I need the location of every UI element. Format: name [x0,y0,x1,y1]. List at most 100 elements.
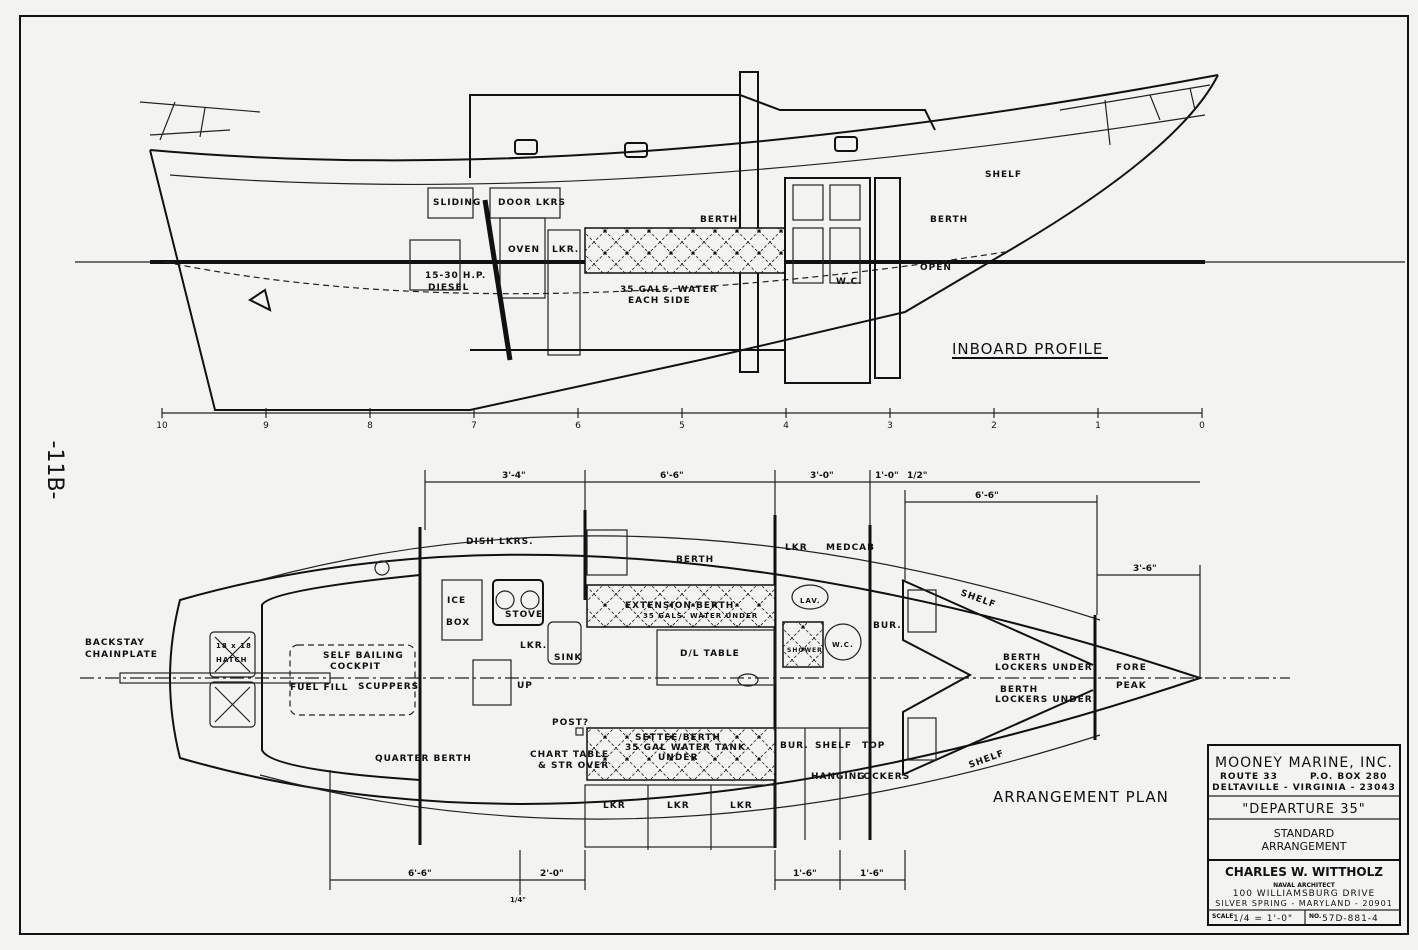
station-label: 10 [156,421,168,431]
label-scuppers: SCUPPERS [358,682,419,692]
label-each-side: EACH SIDE [628,296,691,306]
station-label: 8 [367,421,373,431]
station-label: 6 [575,421,581,431]
label-lockers-under-lower: LOCKERS UNDER [995,695,1093,705]
station-label: 9 [263,421,269,431]
portlight [624,142,648,158]
dim: 6'-6" [975,491,999,501]
stove [492,579,544,626]
mast [739,71,759,373]
label-sink: SINK [554,653,582,663]
dim: 1/4" [510,896,526,904]
label-wc: W.C. [836,277,863,287]
pillow [586,529,628,576]
portlight [834,136,858,152]
dimensions-bottom: 6'-6" 2'-0" 1'-6" 1'-6" 1/4" [329,770,906,904]
station-label: 4 [783,421,789,431]
label-open: OPEN [920,263,952,273]
sheer-line [149,74,1219,162]
dinette-table [656,629,776,686]
station-label: 0 [1199,421,1205,431]
inboard-profile: SLIDING DOOR LKRS OVEN LKR. BERTH BERTH … [75,71,1405,431]
engine [409,239,461,291]
label-berth-upper: BERTH [1003,653,1041,663]
dim: 3'-6" [1133,564,1157,574]
label-wc: W.C. [832,641,854,649]
label-berth-lower: BERTH [1000,685,1038,695]
label-self-bailing: SELF BAILING [323,651,404,661]
label-cockpit: COCKPIT [330,662,381,672]
label-under: UNDER [658,753,698,763]
label-berth: BERTH [676,555,714,565]
drawing-number: 57D-881-4 [1322,914,1379,924]
architect-name: CHARLES W. WITTHOLZ [1225,865,1383,879]
settee-cushion [584,227,786,274]
hull-profile [149,74,1219,411]
sliding-door-lockers [427,187,474,219]
cabinet-door [829,184,861,221]
lavatory [791,584,829,610]
label-engine: 15-30 H.P. [425,271,486,281]
label-ice: ICE [447,596,466,606]
scale-label: SCALE [1212,913,1233,920]
label-lockers: LOCKERS [857,772,910,782]
dim: 3'-0" [810,471,834,481]
label-stowage-over: & STR OVER [538,761,609,771]
label-fore: FORE [1116,663,1147,673]
label-sliding: SLIDING [433,198,481,208]
inboard-profile-title: INBOARD PROFILE [952,340,1103,358]
sink [547,621,582,665]
propeller [248,288,272,312]
architect-street: 100 WILLIAMSBURG DRIVE [1233,889,1375,899]
lazarette-hatch [209,631,256,678]
station-label: 3 [887,421,893,431]
cabinet-door [829,227,861,284]
post [575,727,584,736]
ice-box [441,579,483,641]
label-lkr-galley: LKR. [520,641,547,651]
label-lkr-head: LKR [785,543,808,553]
pillow [907,717,937,761]
label-oven: OVEN [508,245,540,255]
company-pobox: P.O. BOX 280 [1310,772,1387,782]
settee-berth [586,727,776,781]
dim: 6'-6" [660,471,684,481]
company-name: MOONEY MARINE, INC. [1215,755,1393,771]
locker [547,229,581,356]
label-shower: SHOWER [787,647,823,654]
dim: 1'-6" [793,869,817,879]
dim: 1'-0" [875,471,899,481]
company-route: ROUTE 33 [1220,772,1278,782]
companionway-steps [472,659,512,706]
extension-lines [424,470,1201,678]
station-label: 7 [471,421,477,431]
label-backstay: BACKSTAY [85,638,145,648]
dim: 1/2" [907,471,928,481]
architect-city: SILVER SPRING - MARYLAND - 20901 [1215,899,1393,908]
shower [782,621,824,668]
v-berth [901,579,1094,776]
label-water: 35 GALS. WATER [620,285,718,295]
dim: 6'-6" [408,869,432,879]
drawers [874,177,901,379]
cabinet-door [792,184,824,221]
extension-lines [329,770,906,895]
portlight [514,139,538,155]
tiller [119,672,331,684]
label-stove: STOVE [505,610,543,620]
sheet-title-2: ARRANGEMENT [1262,840,1347,853]
sheet-title-1: STANDARD [1274,827,1335,840]
station-label: 1 [1095,421,1101,431]
dim: 3'-4" [502,471,526,481]
label-water-under: 35 GALS. WATER UNDER [643,612,758,620]
station-label: 5 [679,421,685,431]
label-lkr: LKR [667,801,690,811]
toilet [824,623,862,661]
label-extension-berth: EXTENSION BERTH [625,601,734,611]
cockpit-sole [289,644,416,716]
company-address: DELTAVILLE - VIRGINIA - 23043 [1212,783,1396,793]
label-top: TOP [862,741,885,751]
label-fuel-fill: FUEL FILL [290,683,348,693]
burner-icon [495,590,515,610]
